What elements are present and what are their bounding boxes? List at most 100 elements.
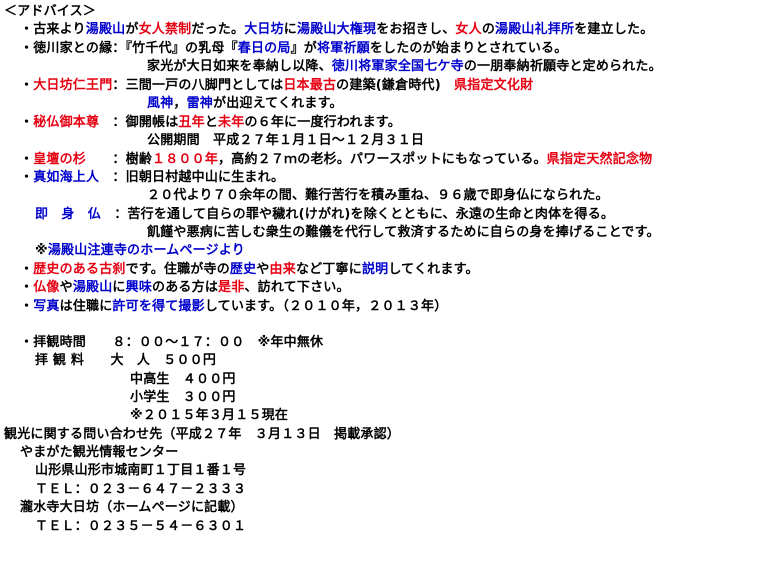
text-segment: ・: [20, 78, 34, 93]
text-segment: の建築(鎌倉時代): [336, 78, 455, 93]
text-segment: ・: [20, 115, 34, 130]
text-segment: 雷神: [186, 96, 214, 111]
text-segment: 許可を得て撮影: [112, 299, 205, 314]
text-line: ・大日坊仁王門：三間一戸の八脚門としては日本最古の建築(鎌倉時代) 県指定文化財: [20, 77, 533, 95]
text-segment: 』が: [290, 41, 317, 56]
text-segment: 日本最古: [283, 78, 337, 93]
text-segment: 県指定天然記念物: [546, 152, 653, 167]
text-segment: や: [59, 280, 73, 295]
text-segment: ・: [20, 280, 34, 295]
text-line: 山形県山形市城南町１丁目１番１号: [35, 462, 246, 480]
text-segment: ・古来より: [20, 22, 86, 37]
text-segment: ２０代より７０余年の間、難行苦行を積み重ね、９６歳で即身仏になられた。: [147, 188, 609, 203]
text-segment: ・拝観時間 ８：００～１７：００ ※年中無休: [20, 335, 324, 350]
text-segment: が出迎えてくれます。: [213, 96, 343, 111]
text-line: ＴＥＬ：０２３－６４７－２３３３: [35, 481, 246, 499]
text-segment: やまがた観光情報センター: [20, 445, 179, 460]
text-line: 拝 観 料 大 人 ５００円: [35, 352, 216, 370]
text-segment: 大日坊: [244, 22, 284, 37]
text-segment: の一朋奉納祈願寺と定められた。: [463, 59, 662, 74]
text-segment: 是非: [218, 280, 245, 295]
text-line: やまがた観光情報センター: [20, 444, 178, 462]
text-segment: 大日坊仁王門: [33, 78, 113, 93]
text-segment: など丁寧に: [295, 262, 362, 277]
text-segment: 山形県山形市城南町１丁目１番１号: [35, 463, 247, 478]
text-segment: ・: [20, 262, 34, 277]
text-segment: 秘仏御本尊: [33, 115, 100, 130]
text-segment: 説明: [361, 262, 389, 277]
text-segment: 徳川将軍家全国七ケ寺: [331, 59, 464, 74]
text-line: ・古来より湯殿山が女人禁制だった。大日坊に湯殿山大権現をお招きし、女人の湯殿山礼…: [20, 21, 653, 39]
text-segment: と: [204, 115, 219, 130]
text-segment: 仏像: [33, 280, 60, 295]
text-segment: 飢饉や悪病に苦しむ衆生の難儀を代行して救済するために自らの身を捧げることです。: [147, 225, 660, 240]
text-segment: ：旧朝日村越中山に生まれ。: [99, 170, 285, 185]
text-segment: は住職に: [59, 299, 113, 314]
text-segment: ：樹齢: [86, 152, 153, 167]
text-segment: 家光が大日如来を奉納し以降、: [147, 59, 332, 74]
text-line: ＴＥＬ：０２３５－５４－６３０１: [35, 518, 246, 536]
text-segment: ：苦行を通して自らの罪や穢れ(けがれ)を除くとともに、永遠の生命と肉体を得る。: [101, 207, 615, 222]
text-line: ・徳川家との縁：『竹千代』の乳母『春日の局』が将軍祈願をしたのが始まりとされてい…: [20, 40, 567, 58]
text-segment: 小学生 ３００円: [130, 390, 236, 405]
text-segment: 将軍祈願: [317, 41, 370, 56]
text-line: ・拝観時間 ８：００～１７：００ ※年中無休: [20, 334, 323, 352]
text-segment: ※２０１５年３月１５現在: [130, 408, 289, 423]
text-segment: ：三間一戸の八脚門としては: [112, 78, 284, 93]
text-segment: ・徳川家との縁：『竹千代』の乳母『: [20, 41, 238, 56]
text-segment: ＜アドバイス＞: [4, 4, 97, 19]
text-segment: 観光に関する問い合わせ先（平成２７年 ３月１３日 掲載承認）: [4, 427, 401, 442]
text-segment: ・: [20, 170, 34, 185]
text-segment: 湯殿山礼拝所: [495, 22, 575, 37]
text-segment: に: [112, 280, 126, 295]
text-segment: を建立した。: [574, 22, 654, 37]
text-line: ・仏像や湯殿山に興味のある方は是非、訪れて下さい。: [20, 279, 350, 297]
text-segment: をしたのが始まりとされている。: [369, 41, 568, 56]
text-segment: ・: [20, 152, 34, 167]
text-line: 観光に関する問い合わせ先（平成２７年 ３月１３日 掲載承認）: [4, 426, 400, 444]
text-line: 中高生 ４００円: [130, 371, 236, 389]
text-line: ＜アドバイス＞: [4, 3, 96, 21]
text-line: 家光が大日如来を奉納し以降、徳川将軍家全国七ケ寺の一朋奉納祈願寺と定められた。: [147, 58, 662, 76]
text-segment: 、訪れて下さい。: [244, 280, 350, 295]
text-segment: ＴＥＬ：０２３５－５４－６３０１: [35, 519, 247, 534]
text-line: 公開期間 平成２７年１月１日～１２月３１日: [147, 132, 424, 150]
text-segment: の: [481, 22, 496, 37]
text-segment: 湯殿山: [85, 22, 126, 37]
text-line: ※２０１５年３月１５現在: [130, 407, 288, 425]
text-line: 風神，雷神が出迎えてくれます。: [147, 95, 343, 113]
text-line: 小学生 ３００円: [130, 389, 236, 407]
text-segment: 歴史のある古刹: [33, 262, 126, 277]
text-line: ・秘仏御本尊 ：御開帳は丑年と未年の６年に一度行われます。: [20, 114, 401, 132]
text-segment: や: [256, 262, 270, 277]
text-segment: 春日の局: [237, 41, 291, 56]
text-line: 瀧水寺大日坊（ホームページに記載）: [20, 499, 244, 517]
text-segment: 中高生 ４００円: [130, 372, 236, 387]
text-line: ・写真は住職に許可を得て撮影しています。（２０１０年，２０１３年）: [20, 298, 447, 316]
text-segment: 皇壇の杉: [33, 152, 87, 167]
text-segment: 丑年: [178, 115, 205, 130]
text-segment: 風神: [147, 96, 174, 111]
text-segment: だった。: [191, 22, 245, 37]
text-segment: 写真: [33, 299, 60, 314]
text-segment: ※: [35, 243, 48, 258]
text-segment: ，高約２７ｍの老杉。パワースポットにもなっている。: [218, 152, 547, 167]
text-segment: ・: [20, 299, 34, 314]
text-segment: 歴史: [229, 262, 257, 277]
text-line: ・真如海上人 ：旧朝日村越中山に生まれ。: [20, 169, 284, 187]
text-segment: しています。（２０１０年，２０１３年）: [204, 299, 448, 314]
text-segment: が: [125, 22, 139, 37]
text-line: ※湯殿山注連寺のホームページより: [35, 242, 245, 260]
text-line: ・歴史のある古刹です。住職が寺の歴史や由来など丁寧に説明してくれます。: [20, 261, 479, 279]
text-segment: に: [283, 22, 297, 37]
text-segment: 未年: [218, 115, 245, 130]
text-segment: 湯殿山大権現: [297, 22, 377, 37]
text-segment: 女人禁制: [138, 22, 192, 37]
text-segment: 公開期間 平成２７年１月１日～１２月３１日: [147, 133, 425, 148]
text-line: ・皇壇の杉 ：樹齢１８００年，高約２７ｍの老杉。パワースポットにもなっている。県…: [20, 151, 652, 169]
text-segment: 湯殿山注連寺のホームページより: [47, 243, 245, 258]
text-segment: 即 身 仏: [35, 207, 102, 222]
text-line: ２０代より７０余年の間、難行苦行を積み重ね、９６歳で即身仏になられた。: [147, 187, 609, 205]
text-segment: 由来: [269, 262, 296, 277]
